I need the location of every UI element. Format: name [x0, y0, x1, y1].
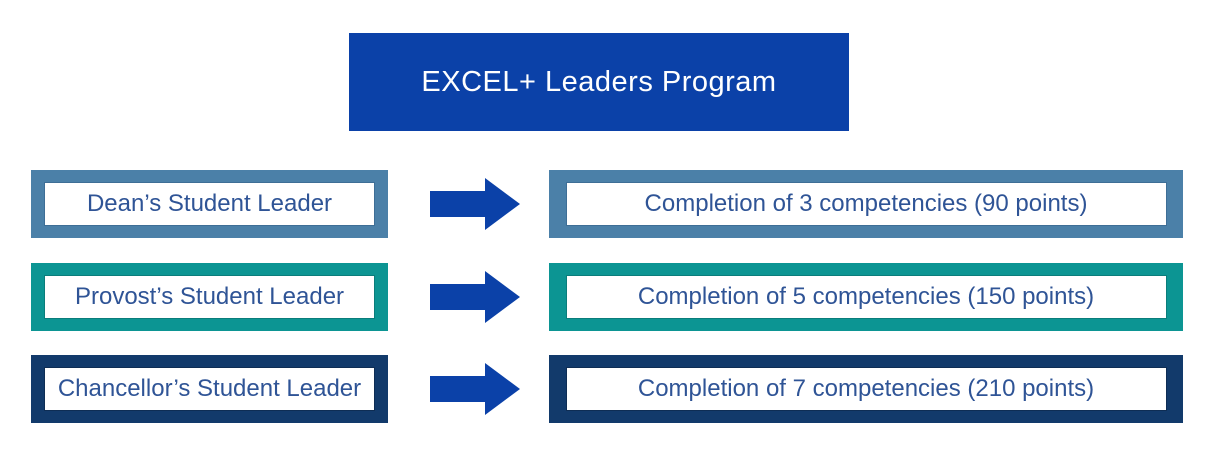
leader-level-label: Provost’s Student Leader [74, 283, 345, 310]
leader-level-label-box: Dean’s Student Leader [44, 182, 375, 226]
tier-row-provost: Provost’s Student Leader Completion of 5… [31, 263, 1183, 331]
requirement-label: Completion of 7 competencies (210 points… [637, 375, 1095, 402]
leader-level-label-box: Chancellor’s Student Leader [44, 367, 375, 411]
program-title: EXCEL+ Leaders Program [421, 65, 777, 98]
requirement-label-box: Completion of 3 competencies (90 points) [565, 182, 1167, 226]
requirement-label: Completion of 3 competencies (90 points) [644, 190, 1088, 217]
leader-level-label: Chancellor’s Student Leader [57, 375, 362, 402]
leader-level-box: Provost’s Student Leader [31, 263, 388, 331]
tier-row-dean: Dean’s Student Leader Completion of 3 co… [31, 170, 1183, 238]
requirement-box: Completion of 5 competencies (150 points… [549, 263, 1183, 331]
leader-level-box: Dean’s Student Leader [31, 170, 388, 238]
program-title-banner: EXCEL+ Leaders Program [349, 33, 849, 131]
leader-level-box: Chancellor’s Student Leader [31, 355, 388, 423]
requirement-label-box: Completion of 7 competencies (210 points… [565, 367, 1167, 411]
leader-level-label: Dean’s Student Leader [86, 190, 333, 217]
requirement-label-box: Completion of 5 competencies (150 points… [565, 275, 1167, 319]
right-arrow-icon [430, 178, 520, 230]
right-arrow-icon [430, 363, 520, 415]
requirement-label: Completion of 5 competencies (150 points… [637, 283, 1095, 310]
leader-level-label-box: Provost’s Student Leader [44, 275, 375, 319]
requirement-box: Completion of 3 competencies (90 points) [549, 170, 1183, 238]
tier-row-chancellor: Chancellor’s Student Leader Completion o… [31, 355, 1183, 423]
requirement-box: Completion of 7 competencies (210 points… [549, 355, 1183, 423]
right-arrow-icon [430, 271, 520, 323]
